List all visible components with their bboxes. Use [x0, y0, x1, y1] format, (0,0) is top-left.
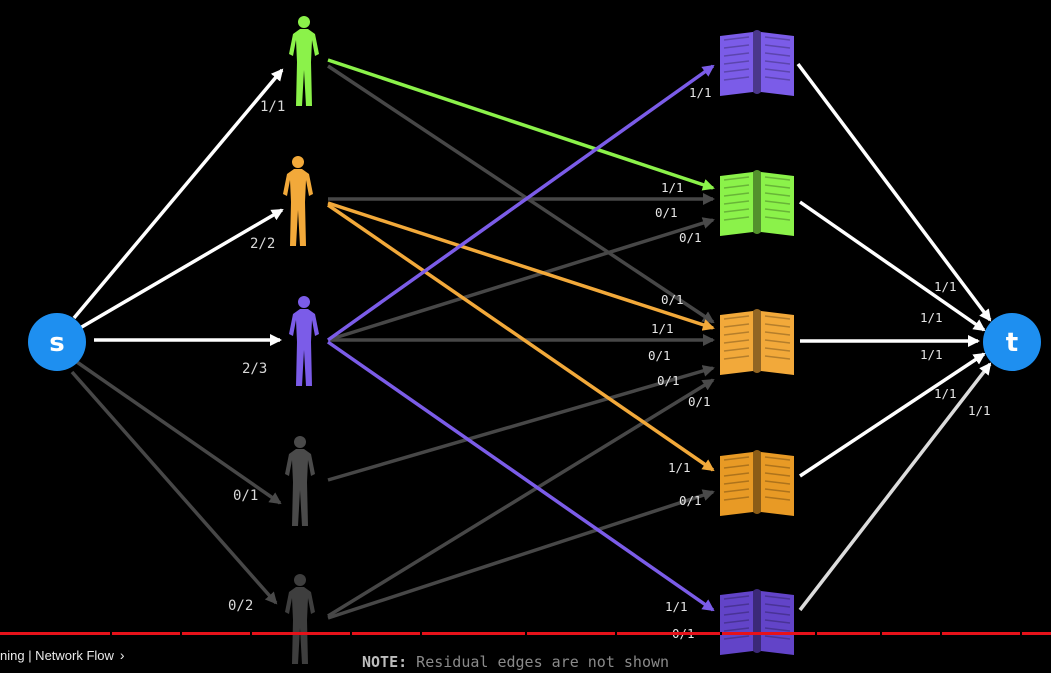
- chapter-marker: [420, 632, 422, 635]
- edge-s-person2: [79, 208, 284, 330]
- source-node-label: s: [49, 328, 64, 358]
- edge-label: 0/1: [661, 292, 684, 307]
- zero-flow-edges: [70, 64, 715, 620]
- flow-edges: [326, 58, 715, 612]
- sink-edge-label: 1/1: [920, 310, 943, 325]
- flow-label-person-1: 1/1: [260, 99, 285, 115]
- person-2-icon: [283, 156, 313, 246]
- video-progress-bar[interactable]: ning | Network Flow ›: [0, 632, 1051, 673]
- chapter-marker: [350, 632, 352, 635]
- edge-person1-book3: [327, 64, 715, 324]
- chapter-marker: [110, 632, 112, 635]
- chapter-marker: [525, 632, 527, 635]
- book-3-icon: [719, 308, 795, 376]
- book-2-icon: [719, 169, 795, 237]
- edge-person5-book4: [327, 489, 715, 620]
- edge-label: 0/1: [679, 493, 702, 508]
- sink-edge-label: 1/1: [934, 386, 957, 401]
- chapter-marker: [615, 632, 617, 635]
- edge-person5-book3: [327, 378, 715, 618]
- chapter-marker: [940, 632, 942, 635]
- edge-book1-t: [796, 62, 992, 322]
- chapter-title-text: ning | Network Flow: [0, 648, 114, 663]
- edge-label: 1/1: [651, 321, 674, 336]
- sink-node-label: t: [1006, 328, 1018, 358]
- book-1-icon: [719, 29, 795, 97]
- chapter-marker: [880, 632, 882, 635]
- residual-note-prefix: NOTE:: [362, 653, 407, 671]
- edge-label: 0/1: [679, 230, 702, 245]
- edge-person3-book5: [327, 340, 715, 612]
- chapter-marker: [180, 632, 182, 635]
- edge-person3-book2: [327, 217, 715, 342]
- edge-book4-t: [799, 352, 986, 478]
- sink-edge-label: 1/1: [920, 347, 943, 362]
- edge-label: 1/1: [668, 460, 691, 475]
- edge-person2-book3: [327, 201, 715, 331]
- edge-person3-book1: [326, 64, 715, 342]
- source-node: s: [28, 313, 86, 371]
- edge-label: 0/1: [648, 348, 671, 363]
- edge-s-person5: [70, 370, 278, 605]
- edge-book5-t: [798, 362, 992, 612]
- books-column: [719, 29, 795, 656]
- person-3-icon: [289, 296, 319, 386]
- edge-label: 1/1: [665, 599, 688, 614]
- residual-note-text: Residual edges are not shown: [407, 653, 669, 671]
- edge-label: 0/1: [655, 205, 678, 220]
- chapter-title[interactable]: ning | Network Flow ›: [0, 647, 125, 663]
- chevron-right-icon: ›: [119, 647, 125, 663]
- edge-s-person4: [73, 358, 282, 505]
- sink-edge-label: 1/1: [968, 403, 991, 418]
- chapter-marker: [250, 632, 252, 635]
- sink-edge-label: 1/1: [934, 279, 957, 294]
- residual-note: NOTE: Residual edges are not shown: [362, 653, 669, 671]
- chapter-marker: [1020, 632, 1022, 635]
- flow-label-person-5: 0/2: [228, 598, 253, 614]
- edge-person2-book4: [327, 203, 715, 472]
- chapter-marker: [720, 632, 722, 635]
- saturated-edges: [72, 62, 992, 612]
- flow-label-person-3: 2/3: [242, 361, 267, 377]
- flow-label-person-2: 2/2: [250, 236, 275, 252]
- sink-node: t: [983, 313, 1041, 371]
- people-column: [283, 16, 319, 664]
- edge-person4-book3: [327, 365, 715, 482]
- edge-label: 1/1: [689, 85, 712, 100]
- edge-label: 1/1: [661, 180, 684, 195]
- edge-person1-book2: [327, 58, 715, 191]
- chapter-marker: [815, 632, 817, 635]
- book-4-icon: [719, 449, 795, 517]
- person-1-icon: [289, 16, 319, 106]
- edge-label: 0/1: [657, 373, 680, 388]
- edge-book2-t: [799, 200, 986, 332]
- person-4-icon: [285, 436, 315, 526]
- edge-s-person1: [72, 68, 284, 320]
- flow-label-person-4: 0/1: [233, 488, 258, 504]
- edge-label: 0/1: [688, 394, 711, 409]
